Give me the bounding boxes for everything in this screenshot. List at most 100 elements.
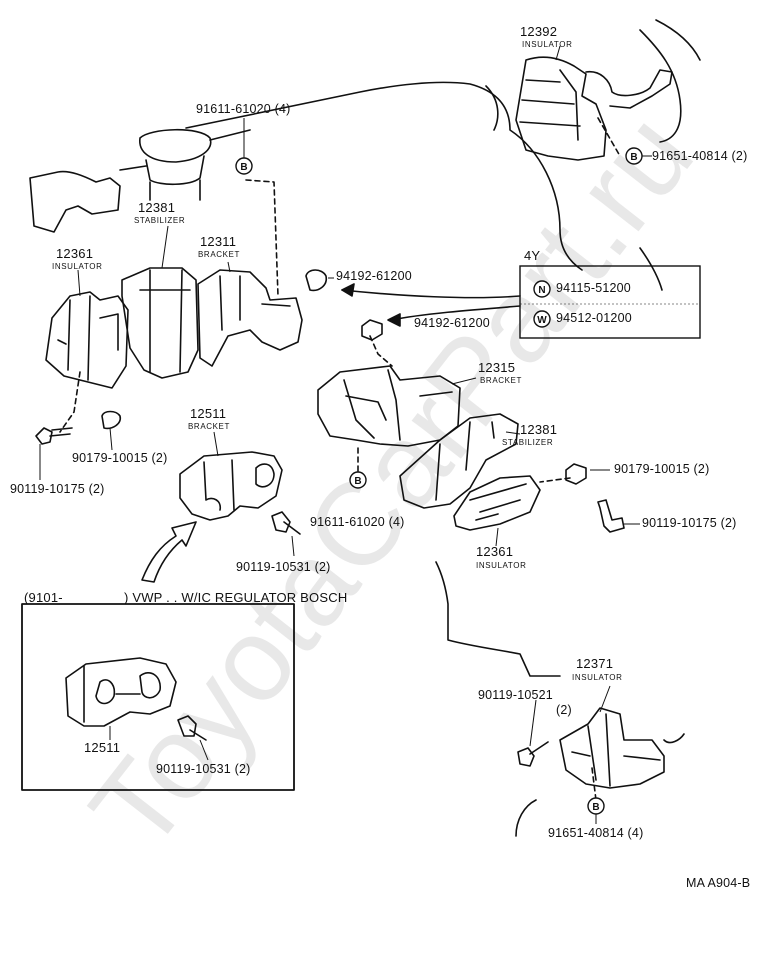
engine-right-curve <box>639 29 682 143</box>
label-12381-right-num: 12381 <box>520 422 558 437</box>
label-12361-right-num: 12361 <box>476 544 514 559</box>
callout-b-right-text: B <box>630 152 637 163</box>
leader-90179-left <box>109 427 113 451</box>
bolt-12511 <box>271 511 301 535</box>
inset-bracket-12511 <box>65 657 177 727</box>
label-12392-name: INSULATOR <box>522 40 573 49</box>
engine-right-mid <box>639 247 663 291</box>
legend-4y-row-1-part: 94115-51200 <box>556 281 631 295</box>
stabilizer-12381-left-detail <box>139 269 191 373</box>
leader-12311 <box>227 261 231 273</box>
label-91611-mid: 91611-61020 (4) <box>310 515 405 529</box>
label-94192-mid: 94192-61200 <box>414 316 490 330</box>
engine-block-outline <box>185 81 583 271</box>
insulator-12371 <box>559 707 665 789</box>
label-12511-name: BRACKET <box>188 422 230 431</box>
arrow-to-nut-mid <box>391 305 521 321</box>
label-12392-num: 12392 <box>520 24 558 39</box>
label-90119-10521: 90119-10521 <box>478 688 553 702</box>
nut-94192-top <box>305 269 328 292</box>
engine-bottom-curve <box>515 733 685 837</box>
insulator-12371-detail <box>571 713 661 787</box>
engine-top-line <box>119 129 251 171</box>
label-12315-name: BRACKET <box>480 376 522 385</box>
nut-left <box>101 410 122 430</box>
bracket-12315-detail <box>343 369 453 441</box>
label-90119-10531: 90119-10531 (2) <box>236 560 331 574</box>
insulator-12361-left-detail <box>57 295 119 381</box>
insulator-12361-right-detail <box>469 483 527 521</box>
insulator-12361-left <box>45 291 129 389</box>
label-12361-left-name: INSULATOR <box>52 262 103 271</box>
stabilizer-12381-right <box>399 413 519 509</box>
leader-dash-2 <box>59 371 81 433</box>
nut-94192-mid <box>361 319 383 341</box>
label-90119-left: 90119-10175 (2) <box>10 482 105 496</box>
stabilizer-12381-right-detail <box>435 421 495 501</box>
inset-part-num: 12511 <box>84 740 121 755</box>
label-12381-right-name: STABILIZER <box>502 438 554 447</box>
connector-curve <box>435 561 561 677</box>
legend-symbol-w-text: W <box>537 315 547 326</box>
label-12371-num: 12371 <box>576 656 614 671</box>
arrow-to-nut-top <box>341 289 521 299</box>
legend-4y-row-2-part: 94512-01200 <box>556 311 632 325</box>
arrow-head-top <box>341 283 355 297</box>
nut-right <box>565 463 587 485</box>
label-12511-num: 12511 <box>190 406 227 421</box>
label-90179-right: 90179-10015 (2) <box>614 462 710 476</box>
legend-symbol-n-text: N <box>538 285 545 296</box>
bracket-12311-detail <box>219 275 291 331</box>
callout-b-top-text: B <box>240 162 247 173</box>
big-arrow <box>141 521 197 583</box>
leader-dash-5 <box>539 477 571 483</box>
insulator-12392-detail <box>519 69 581 141</box>
oil-filler-cap <box>139 128 212 186</box>
label-91651-bottom: 91651-40814 (4) <box>548 826 644 840</box>
inset-bolt-label: 90119-10531 (2) <box>156 762 251 776</box>
legend-symbol-n <box>533 280 551 298</box>
label-91651-top: 91651-40814 (2) <box>652 149 748 163</box>
leader-dash-1 <box>245 179 279 297</box>
label-12381-left-name: STABILIZER <box>134 216 186 225</box>
leader-90119-10531 <box>291 535 295 557</box>
bracket-12315 <box>317 365 461 447</box>
insulator-12361-right <box>453 475 541 531</box>
label-94192-top: 94192-61200 <box>336 269 412 283</box>
insulator-12392-shape <box>515 56 607 161</box>
leader-dash-6 <box>597 117 621 157</box>
label-90119-10521-qty: (2) <box>556 703 572 717</box>
leader-12361-left <box>77 269 81 297</box>
exhaust-pipe <box>29 170 121 233</box>
bracket-12511 <box>179 451 283 521</box>
oil-filler-neck <box>149 179 201 201</box>
inset-bracket-detail <box>83 665 161 723</box>
leader-12511 <box>213 431 219 457</box>
diagram-id: MA A904-B <box>686 876 751 890</box>
label-12311-name: BRACKET <box>198 250 240 259</box>
leader-12392 <box>555 45 561 61</box>
arrow-head-mid <box>387 313 401 327</box>
callout-b-mid-text: B <box>354 476 361 487</box>
bracket-12392-arm <box>585 69 673 109</box>
bracket-12311 <box>197 269 303 367</box>
leader-inset-bolt <box>199 739 209 761</box>
label-90179-left: 90179-10015 (2) <box>72 451 168 465</box>
legend-symbol-w <box>533 310 551 328</box>
label-90119-right: 90119-10175 (2) <box>642 516 737 530</box>
leader-12381-left <box>161 225 169 269</box>
label-12381-left-num: 12381 <box>138 200 176 215</box>
bracket-12511-detail <box>203 459 275 511</box>
inset-header-left: (9101- <box>24 590 63 605</box>
leader-90119-10521 <box>529 699 537 747</box>
inset-frame <box>21 603 295 791</box>
leader-12381-right <box>505 431 521 435</box>
bolt-12371 <box>517 741 549 767</box>
bolt-right <box>597 499 625 533</box>
inset-bolt <box>177 715 207 741</box>
stabilizer-12381-left <box>121 267 199 379</box>
label-12361-right-name: INSULATOR <box>476 561 527 570</box>
engine-right-edge <box>655 19 701 61</box>
leader-12315 <box>451 377 477 385</box>
